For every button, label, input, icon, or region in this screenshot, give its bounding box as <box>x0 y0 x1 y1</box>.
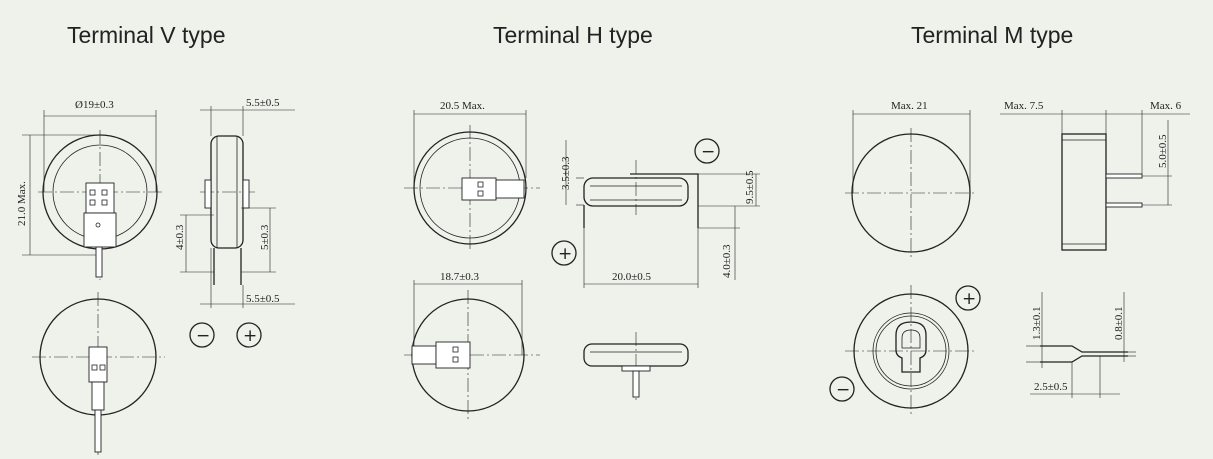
v-type-polarity: − + <box>189 322 262 348</box>
v-type-bottom-view <box>32 292 165 455</box>
h-negative-sign: − <box>701 142 715 162</box>
m-type-front-view: Max. 21 <box>845 100 975 258</box>
h-negative-symbol <box>694 138 720 164</box>
m-negative-sign: − <box>836 380 850 400</box>
v-height-label: 21.0 Max. <box>16 181 28 226</box>
m-lead-a-label: 1.3±0.1 <box>1031 306 1043 340</box>
h-tab-height-label: 3.5±0.3 <box>560 156 572 190</box>
m-type-bottom-view <box>845 285 975 415</box>
m-positive-symbol <box>955 285 981 311</box>
m-pin-length-label: Max. 6 <box>1150 100 1182 112</box>
m-lead-b-label: 0.8±0.1 <box>1113 306 1125 340</box>
title-terminal-h: Terminal H type <box>493 22 653 48</box>
h-type-bottom-view: 18.7±0.3 <box>404 271 540 420</box>
v-negative-symbol <box>189 322 215 348</box>
h-type-side-view: 3.5±0.3 9.5±0.5 4.0±0.3 20.0±0.5 <box>560 140 760 288</box>
v-positive-symbol <box>236 322 262 348</box>
m-positive-sign: + <box>962 289 976 309</box>
h-width-bottom-label: 18.7±0.3 <box>440 271 480 283</box>
v-negative-sign: − <box>196 326 210 346</box>
m-type-polarity: + − <box>829 285 981 402</box>
title-terminal-v: Terminal V type <box>67 22 226 48</box>
v-pin-left-label: 4±0.3 <box>174 224 186 250</box>
v-type-front-view: Ø19±0.3 21.0 Max. <box>16 99 164 280</box>
m-thickness-label: Max. 7.5 <box>1004 100 1044 112</box>
m-diameter-label: Max. 21 <box>891 100 928 112</box>
v-thickness-bottom-label: 5.5±0.5 <box>246 293 280 305</box>
h-type-bottom-side-view <box>583 332 689 400</box>
m-type-side-view: Max. 7.5 Max. 6 5.0±0.5 <box>1000 100 1190 251</box>
m-lead-length-label: 2.5±0.5 <box>1034 381 1068 393</box>
m-type-lead-detail: 1.3±0.1 0.8±0.1 2.5±0.5 <box>1026 292 1136 398</box>
h-pin-height-label: 4.0±0.3 <box>721 244 733 278</box>
h-body-height-label: 9.5±0.5 <box>744 170 756 204</box>
h-type-polarity: − + <box>551 138 720 266</box>
h-positive-sign: + <box>558 244 572 264</box>
v-thickness-top-label: 5.5±0.5 <box>246 97 280 109</box>
title-terminal-m: Terminal M type <box>911 22 1074 48</box>
h-pin-span-label: 20.0±0.5 <box>612 271 652 283</box>
v-diameter-label: Ø19±0.3 <box>75 99 114 111</box>
h-width-max-label: 20.5 Max. <box>440 100 485 112</box>
h-positive-symbol <box>551 240 577 266</box>
v-type-side-view: 5.5±0.5 5.5±0.5 4±0.3 5±0.3 <box>174 97 295 308</box>
v-positive-sign: + <box>243 326 257 346</box>
m-pin-pitch-label: 5.0±0.5 <box>1157 134 1169 168</box>
m-negative-symbol <box>829 376 855 402</box>
v-pin-right-label: 5±0.3 <box>259 224 271 250</box>
h-type-front-view: 20.5 Max. <box>404 100 540 252</box>
